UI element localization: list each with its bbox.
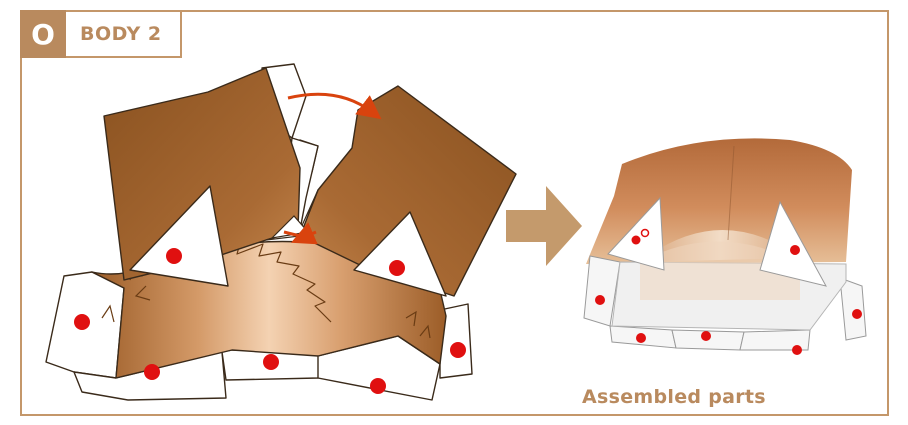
join-arrows: [283, 232, 316, 238]
step-title: BODY 2: [66, 10, 182, 58]
unfolded-part: [45, 63, 517, 401]
assembled-caption: Assembled parts: [582, 386, 766, 408]
fold-arrow: [287, 92, 382, 120]
step-letter: O: [20, 10, 66, 58]
assembled-part: [583, 138, 867, 355]
right-eye-patch: [353, 211, 447, 297]
glue-dots: [74, 248, 466, 394]
left-eye-patch: [129, 185, 229, 287]
result-arrow: [506, 186, 582, 266]
step-header: O BODY 2: [20, 10, 182, 58]
right-flap: [299, 85, 517, 297]
